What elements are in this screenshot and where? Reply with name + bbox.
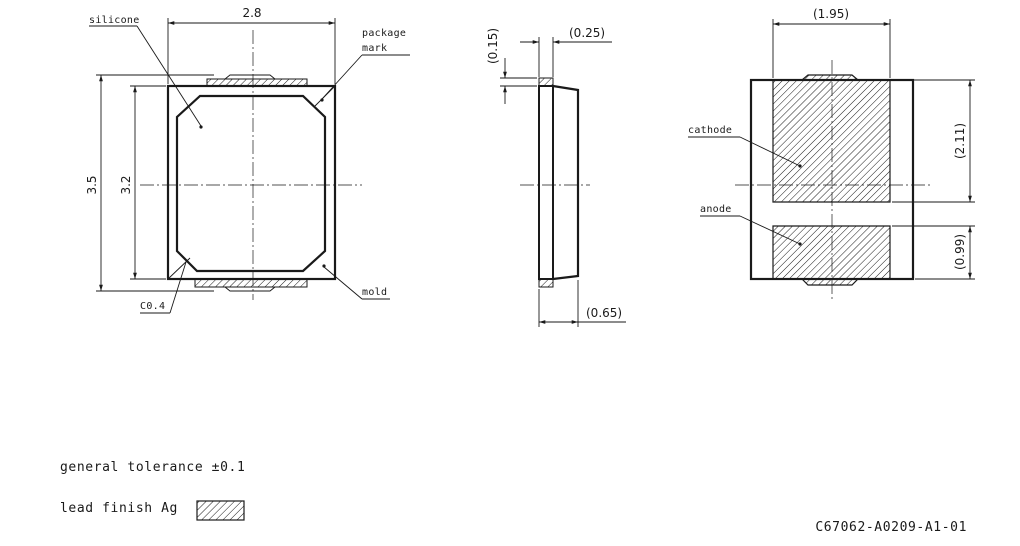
cathode-label: cathode: [688, 125, 732, 136]
drawing-number: C67062-A0209-A1-01: [815, 520, 967, 535]
side-lead-top: [538, 77, 554, 87]
bottom-view: (1.95) (2.11) (0.99) cathode anode: [688, 7, 975, 300]
silicone-label: silicone: [89, 15, 140, 26]
dim-pad-width: (1.95): [772, 7, 891, 78]
silicone-callout: silicone: [89, 15, 203, 129]
side-lens: [552, 84, 580, 281]
package-mark-label-1: package: [362, 28, 406, 39]
dim-total-thickness: (0.65): [538, 280, 626, 327]
anode-pad: [772, 225, 891, 286]
mold-callout: mold: [322, 264, 390, 300]
side-lead-bottom: [538, 278, 554, 288]
package-mark-callout: package mark: [320, 28, 410, 102]
tolerance-note: general tolerance ±0.1: [60, 460, 245, 475]
dim-height-outer-label: 3.5: [85, 175, 99, 194]
top-view: 2.8 3.5 3.2 silicone package mark: [85, 6, 410, 314]
anode-label: anode: [700, 204, 732, 215]
anode-callout: anode: [700, 204, 802, 246]
dim-lead-thickness: (0.25): [520, 26, 612, 77]
dim-pad-width-label: (1.95): [813, 7, 849, 21]
cathode-pad: [772, 74, 891, 203]
dim-height-outer: 3.5: [85, 74, 214, 292]
dim-anode-height: (0.99): [892, 225, 975, 280]
dim-cathode-height: (2.11): [892, 79, 975, 203]
mold-label: mold: [362, 287, 387, 298]
side-view: (0.25) (0.15) (0.65): [486, 26, 626, 327]
cathode-callout: cathode: [688, 125, 802, 168]
silicone-lens: [175, 94, 327, 273]
dim-width-label: 2.8: [242, 6, 261, 20]
dim-height-inner: 3.2: [119, 85, 166, 280]
dim-lens-height-label: (0.15): [486, 28, 500, 64]
dim-height-inner-label: 3.2: [119, 175, 133, 194]
chamfer-label: C0.4: [140, 301, 165, 312]
package-outline: [166, 84, 337, 281]
notes: general tolerance ±0.1 lead finish Ag C6…: [60, 460, 967, 535]
chamfer-corner: [167, 257, 191, 280]
dim-width: 2.8: [167, 6, 336, 84]
dim-anode-height-label: (0.99): [953, 234, 967, 270]
side-body: [538, 85, 554, 280]
dim-total-thickness-label: (0.65): [586, 306, 622, 320]
package-mark-label-2: mark: [362, 43, 387, 54]
dim-lead-thickness-label: (0.25): [569, 26, 605, 40]
dim-cathode-height-label: (2.11): [953, 123, 967, 159]
dim-lens-height: (0.15): [486, 28, 537, 104]
chamfer-callout: C0.4: [140, 261, 187, 314]
lead-finish-note: lead finish Ag: [60, 501, 178, 516]
lead-finish-swatch: [196, 500, 245, 521]
